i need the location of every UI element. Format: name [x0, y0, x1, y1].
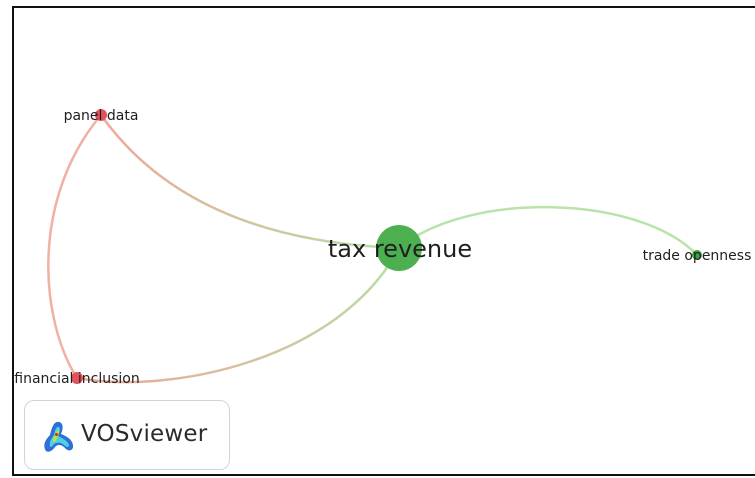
vosviewer-density-icon: [44, 421, 74, 452]
vosviewer-logo-badge: VOSviewer: [24, 400, 230, 470]
label-panel-data[interactable]: panel data: [64, 108, 139, 124]
node-panel-data[interactable]: [95, 109, 107, 121]
node-trade-openness[interactable]: [692, 250, 702, 260]
label-financial-inclusion[interactable]: financial inclusion: [14, 371, 140, 387]
link-panel-data-financial-inclusion: [47, 114, 102, 379]
link-tax-revenue-trade-openness: [398, 205, 698, 256]
label-tax-revenue[interactable]: tax revenue: [328, 235, 472, 263]
link-panel-data-tax-revenue: [99, 114, 400, 250]
node-tax-revenue[interactable]: [376, 225, 422, 271]
label-trade-openness[interactable]: trade openness: [643, 248, 752, 264]
node-financial-inclusion[interactable]: [71, 372, 83, 384]
vosviewer-logo-text: VOSviewer: [81, 421, 208, 447]
viewport-frame: [12, 6, 755, 476]
link-financial-inclusion-tax-revenue: [76, 247, 401, 384]
